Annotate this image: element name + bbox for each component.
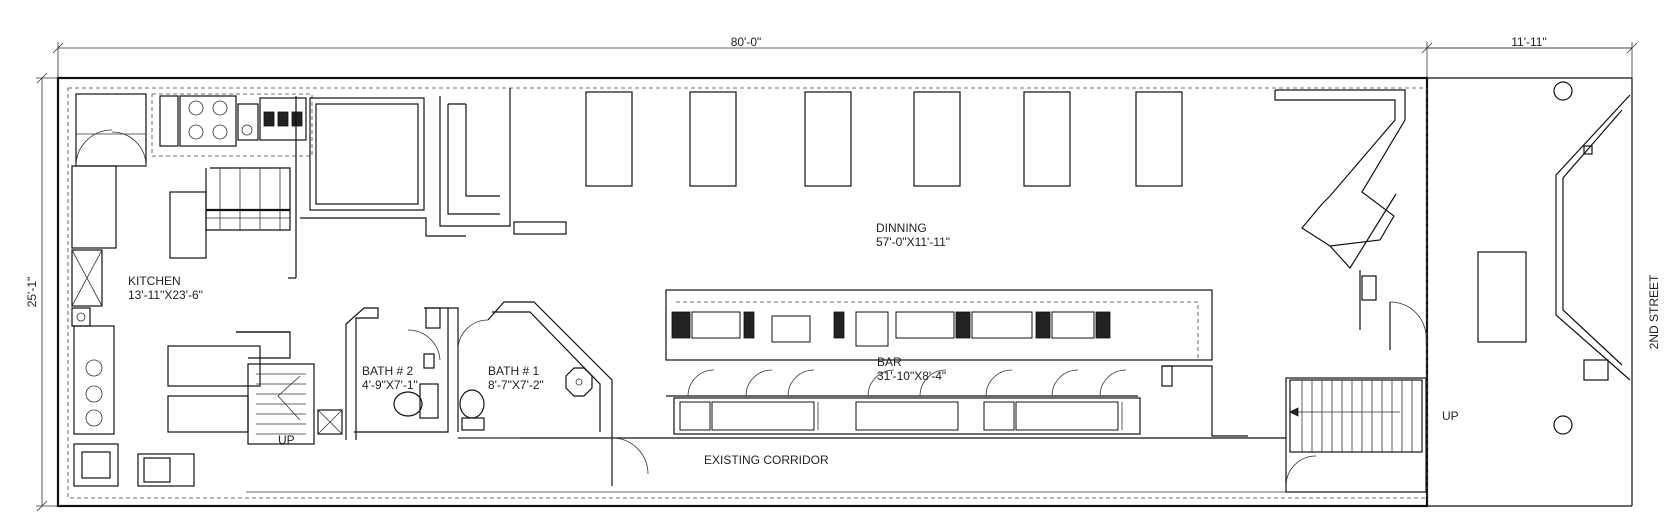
bathrooms: [345, 301, 613, 440]
front-length-dimension: 11'-11": [1511, 35, 1546, 49]
rear-stair-up-label: UP: [278, 433, 295, 447]
kitchen-area: [71, 93, 466, 487]
building-outline: [56, 76, 1633, 508]
dining-table: [1135, 91, 1183, 187]
dining-table: [913, 91, 961, 187]
bath1-size: 8'-7"X7'-2": [488, 378, 544, 392]
street-front-area: [1477, 81, 1631, 435]
dining-label: DINNING: [876, 221, 927, 235]
front-stair-up-label: UP: [1442, 409, 1459, 423]
dining-table: [585, 91, 633, 187]
bar-size: 31'-10"X8'-4": [877, 369, 946, 383]
bar-label: BAR: [877, 355, 902, 369]
overall-length-dimension: 80'-0": [731, 35, 762, 49]
bath2-size: 4'-9"X7'-1": [362, 378, 418, 392]
bath2-label: BATH # 2: [362, 364, 413, 378]
overall-width-dimension: 25'-1": [25, 277, 39, 308]
dining-table: [1023, 91, 1071, 187]
street-label: 2ND STREET: [1647, 274, 1661, 349]
bar-area: [665, 289, 1248, 437]
rear-stairs: [247, 363, 343, 445]
dining-area: [439, 88, 1406, 330]
corridor: [246, 301, 1427, 493]
kitchen-size: 13'-11"X23'-6": [128, 288, 203, 302]
dimension-lines: [36, 42, 1638, 512]
dining-size: 57'-0"X11'-11": [876, 235, 950, 249]
bath1-label: BATH # 1: [488, 364, 539, 378]
corridor-label: EXISTING CORRIDOR: [704, 453, 829, 467]
dining-table: [689, 91, 737, 187]
dining-table: [804, 91, 852, 187]
kitchen-label: KITCHEN: [128, 274, 181, 288]
